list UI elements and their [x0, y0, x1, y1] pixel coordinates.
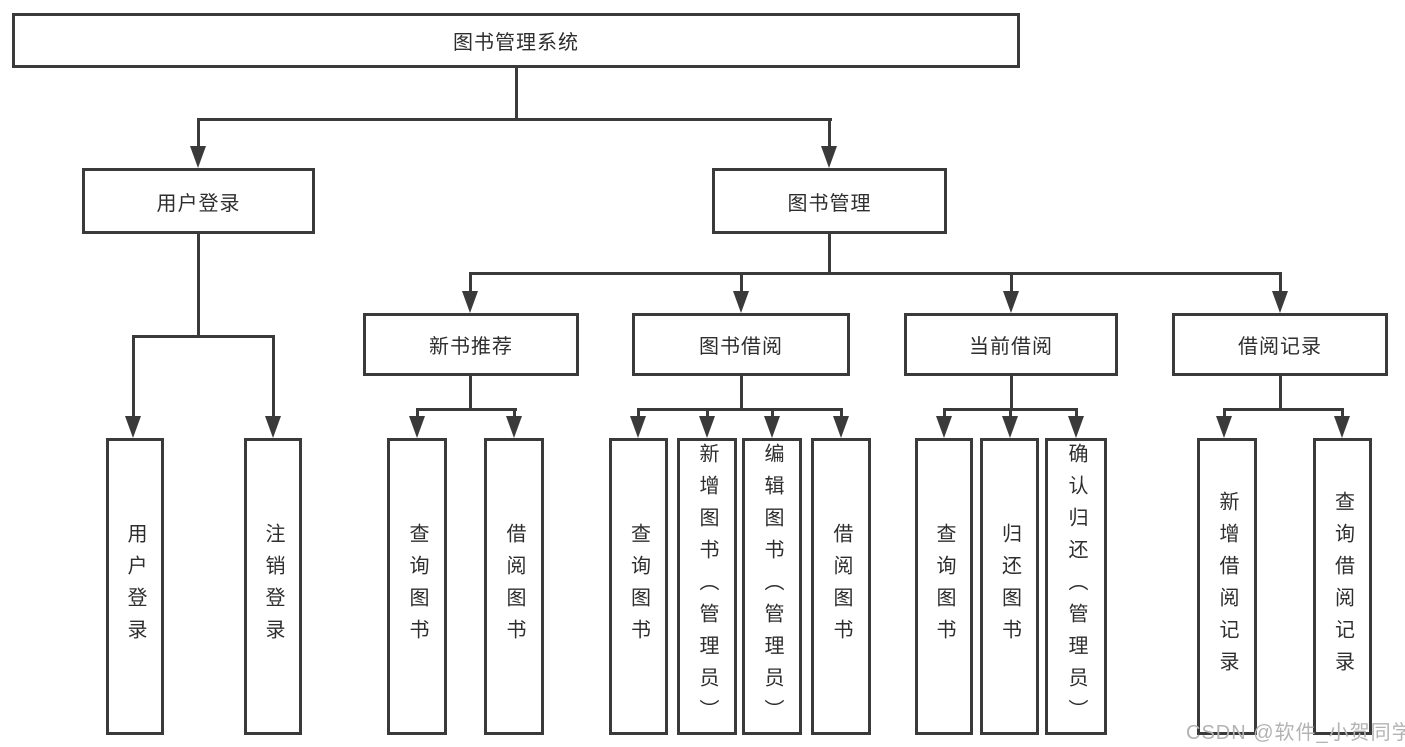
leaf-query-books-borrow: 查询图书 — [609, 438, 668, 735]
connector-line — [132, 335, 275, 338]
arrow-down-icon — [1216, 416, 1232, 438]
node-book-borrow-label: 图书借阅 — [699, 336, 783, 358]
connector-line — [943, 408, 946, 420]
leaf-return-books: 归还图书 — [980, 438, 1039, 735]
leaf-add-borrow-record: 新增借阅记录 — [1197, 438, 1257, 735]
connector-line — [1279, 272, 1282, 292]
node-book-management-label: 图书管理 — [787, 192, 872, 215]
connector-line — [132, 335, 135, 419]
connector-line — [416, 408, 419, 420]
leaf-query-books-current: 查询图书 — [915, 438, 973, 735]
arrow-down-icon — [1334, 416, 1350, 438]
arrow-down-icon — [630, 416, 646, 438]
arrow-down-icon — [833, 416, 849, 438]
connector-line — [272, 335, 275, 419]
node-borrow-records: 借阅记录 — [1172, 313, 1388, 376]
arrow-down-icon — [733, 291, 749, 313]
leaf-confirm-return-admin: 确认归还（管理员） — [1045, 438, 1107, 735]
leaf-label: 查询图书 — [627, 522, 650, 651]
connector-line — [1223, 408, 1226, 420]
connector-line — [513, 408, 516, 420]
leaf-label: 新增借阅记录 — [1216, 490, 1238, 683]
arrow-down-icon — [1272, 291, 1288, 313]
leaf-logout: 注销登录 — [244, 438, 302, 735]
connector-line — [637, 408, 640, 420]
arrow-down-icon — [936, 416, 952, 438]
node-book-borrow: 图书借阅 — [632, 313, 850, 376]
node-book-management: 图书管理 — [712, 168, 947, 234]
connector-line — [515, 67, 518, 119]
node-new-book-recommend: 新书推荐 — [363, 313, 579, 376]
connector-line — [1075, 408, 1078, 420]
leaf-label: 查询借阅记录 — [1331, 490, 1354, 683]
connector-line — [197, 233, 200, 337]
csdn-watermark: CSDN @软件_小贺同学 — [1186, 722, 1405, 744]
connector-line — [197, 118, 832, 121]
node-new-book-recommend-label: 新书推荐 — [429, 336, 513, 358]
leaf-label: 编辑图书（管理员） — [761, 442, 783, 731]
leaf-label: 借阅图书 — [830, 522, 852, 651]
leaf-label: 归还图书 — [998, 522, 1021, 651]
connector-line — [1010, 376, 1013, 410]
leaf-query-borrow-record: 查询借阅记录 — [1313, 438, 1372, 735]
arrow-down-icon — [764, 416, 780, 438]
leaf-edit-books-admin: 编辑图书（管理员） — [742, 438, 802, 735]
connector-line — [740, 272, 743, 292]
leaf-label: 查询图书 — [406, 522, 428, 651]
connector-line — [416, 408, 517, 411]
connector-line — [1009, 408, 1012, 420]
node-user-login: 用户登录 — [82, 168, 315, 234]
connector-line — [1341, 408, 1344, 420]
connector-line — [840, 408, 843, 420]
connector-line — [469, 376, 472, 410]
connector-line — [1010, 272, 1013, 292]
connector-line — [1279, 376, 1282, 410]
node-borrow-records-label: 借阅记录 — [1238, 336, 1322, 358]
leaf-label: 新增图书（管理员） — [696, 442, 718, 731]
arrow-down-icon — [125, 416, 141, 438]
leaf-add-books-admin: 新增图书（管理员） — [677, 438, 737, 735]
leaf-label: 查询图书 — [933, 522, 955, 651]
connector-line — [740, 376, 743, 410]
arrow-down-icon — [409, 416, 425, 438]
arrow-down-icon — [1003, 291, 1019, 313]
arrow-down-icon — [190, 146, 206, 168]
node-root: 图书管理系统 — [12, 13, 1020, 68]
leaf-borrow-books: 借阅图书 — [811, 438, 871, 735]
arrow-down-icon — [265, 416, 281, 438]
leaf-label: 借阅图书 — [503, 522, 525, 651]
arrow-down-icon — [821, 146, 837, 168]
node-root-label: 图书管理系统 — [453, 32, 579, 54]
leaf-label: 确认归还（管理员） — [1065, 442, 1087, 731]
connector-line — [197, 118, 200, 150]
leaf-borrow-books-recommend: 借阅图书 — [484, 438, 544, 735]
node-current-borrow: 当前借阅 — [904, 313, 1118, 376]
node-current-borrow-label: 当前借阅 — [969, 336, 1053, 358]
node-user-login-label: 用户登录 — [156, 192, 241, 215]
leaf-query-books-recommend: 查询图书 — [387, 438, 447, 735]
connector-line — [469, 272, 472, 292]
leaf-label: 用户登录 — [124, 522, 146, 651]
arrow-down-icon — [1068, 416, 1084, 438]
connector-line — [828, 233, 831, 275]
connector-line — [637, 408, 843, 411]
arrow-down-icon — [506, 416, 522, 438]
arrow-down-icon — [1002, 416, 1018, 438]
leaf-user-login: 用户登录 — [106, 438, 164, 735]
connector-line — [771, 408, 774, 420]
connector-line — [706, 408, 709, 420]
leaf-label: 注销登录 — [262, 522, 284, 651]
connector-line — [469, 272, 1282, 275]
arrow-down-icon — [699, 416, 715, 438]
connector-line — [828, 118, 831, 150]
arrow-down-icon — [462, 291, 478, 313]
connector-line — [1223, 408, 1344, 411]
